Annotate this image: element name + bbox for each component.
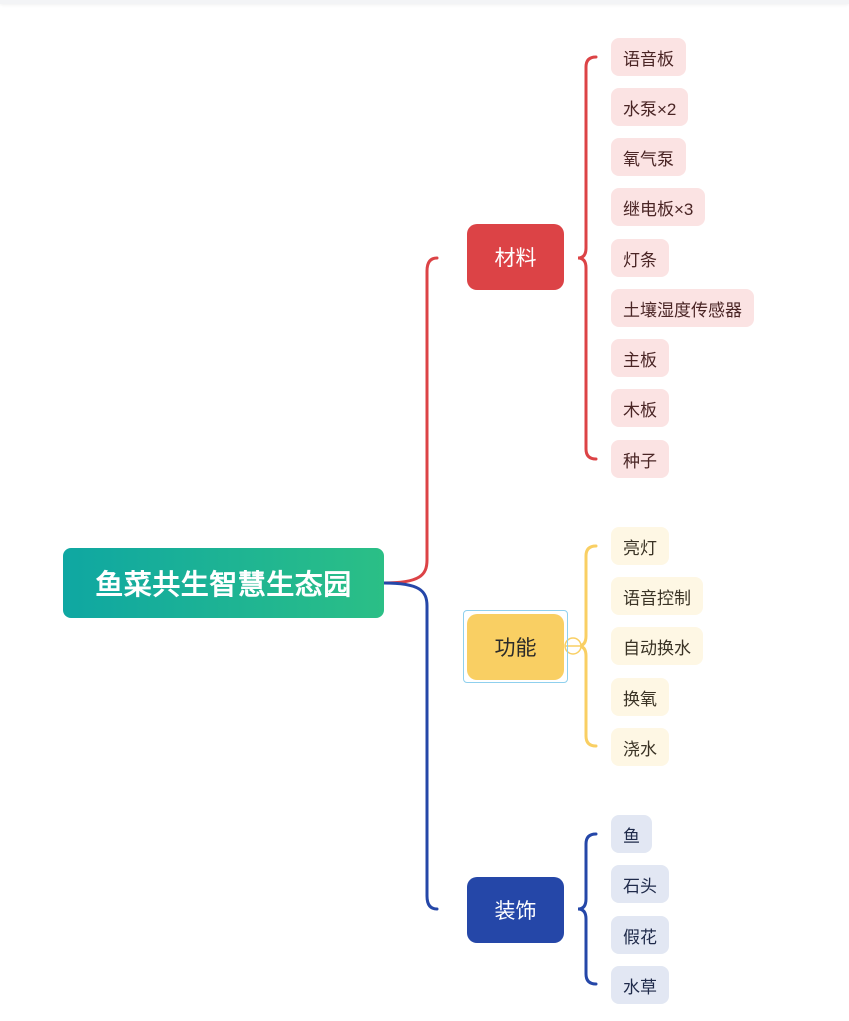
- leaf-label: 木板: [623, 400, 657, 420]
- leaf-soil-sensor[interactable]: 土壤湿度传感器: [611, 289, 754, 327]
- leaf-voice-control[interactable]: 语音控制: [611, 577, 703, 615]
- leaf-water-pump[interactable]: 水泵×2: [611, 88, 689, 126]
- leaf-label: 语音板: [623, 49, 674, 69]
- leaf-label: 土壤湿度传感器: [623, 300, 742, 320]
- branch-decor[interactable]: 装饰: [467, 877, 564, 943]
- leaf-label: 水泵×2: [623, 99, 677, 119]
- selection-frame: [463, 610, 568, 683]
- leaf-label: 浇水: [623, 739, 657, 759]
- leaf-label: 换氧: [623, 689, 657, 709]
- leaf-label: 水草: [623, 977, 657, 997]
- leaf-oxygen-change[interactable]: 换氧: [611, 678, 669, 716]
- branch-materials[interactable]: 材料: [467, 224, 564, 290]
- leaf-wood-board[interactable]: 木板: [611, 389, 669, 427]
- branch-decor-label: 装饰: [494, 900, 537, 923]
- connector-root-decor: [382, 581, 439, 911]
- leaf-relay-board[interactable]: 继电板×3: [611, 188, 706, 226]
- leaf-fish[interactable]: 鱼: [611, 815, 652, 853]
- branch-materials-label: 材料: [494, 247, 537, 270]
- leaf-oxygen-pump[interactable]: 氧气泵: [611, 138, 686, 176]
- leaf-light-on[interactable]: 亮灯: [611, 527, 669, 565]
- connector-materials-bracket: [577, 55, 598, 461]
- leaf-voice-board[interactable]: 语音板: [611, 38, 686, 76]
- leaf-auto-water-change[interactable]: 自动换水: [611, 627, 703, 665]
- leaf-label: 语音控制: [623, 588, 691, 608]
- leaf-stones[interactable]: 石头: [611, 865, 669, 903]
- leaf-label: 自动换水: [623, 638, 691, 658]
- leaf-watering[interactable]: 浇水: [611, 728, 669, 766]
- leaf-label: 继电板×3: [623, 199, 694, 219]
- leaf-seeds[interactable]: 种子: [611, 440, 669, 478]
- leaf-label: 假花: [623, 927, 657, 947]
- leaf-water-plants[interactable]: 水草: [611, 966, 669, 1004]
- leaf-fake-flowers[interactable]: 假花: [611, 916, 669, 954]
- branch-functions[interactable]: 功能: [467, 614, 564, 680]
- leaf-label: 鱼: [623, 826, 640, 846]
- top-toolbar-edge: [0, 0, 849, 4]
- connector-decor-bracket: [577, 832, 598, 986]
- leaf-label: 亮灯: [623, 538, 657, 558]
- leaf-label: 灯条: [623, 250, 657, 270]
- branch-functions-label: 功能: [494, 637, 537, 660]
- root-topic-label: 鱼菜共生智慧生态园: [95, 569, 352, 600]
- leaf-mainboard[interactable]: 主板: [611, 339, 669, 377]
- leaf-label: 氧气泵: [623, 149, 674, 169]
- leaf-label: 主板: [623, 350, 657, 370]
- root-topic[interactable]: 鱼菜共生智慧生态园: [63, 548, 384, 618]
- leaf-light-strip[interactable]: 灯条: [611, 239, 669, 277]
- leaf-label: 种子: [623, 451, 657, 471]
- leaf-label: 石头: [623, 876, 657, 896]
- connector-root-materials: [382, 256, 439, 585]
